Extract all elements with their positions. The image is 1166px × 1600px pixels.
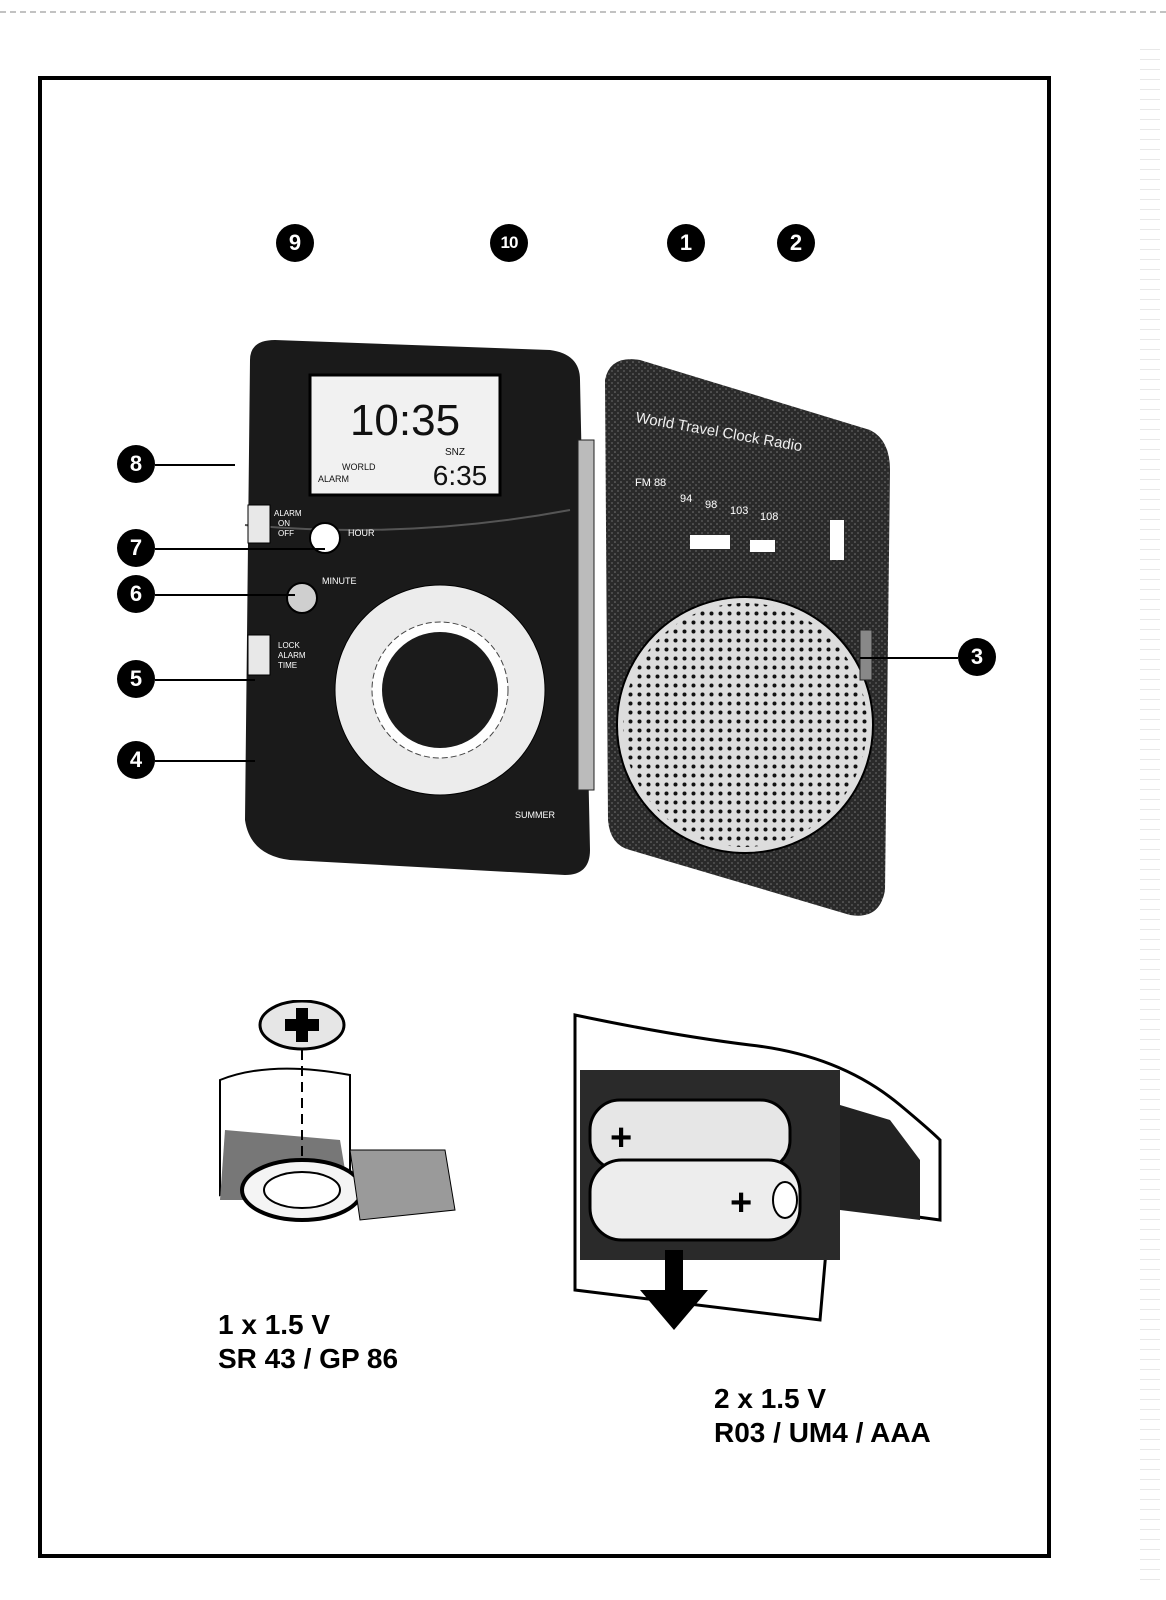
callout-3: 3 [958,638,996,676]
aaa-type: R03 / UM4 / AAA [714,1417,931,1448]
clock-half: 10:35 SNZ WORLD ALARM 6:35 ALARM ON OFF … [244,340,590,875]
callout-4: 4 [117,741,155,779]
aaa-batteries-illustration: + + [573,1013,942,1330]
button-cell-illustration [219,1000,456,1222]
leader-5 [155,679,255,681]
svg-text:+: + [610,1117,632,1159]
volume-wheel [859,629,873,681]
leader-8 [155,464,235,466]
lcd-display [308,373,502,497]
lcd-alarm-time: 6:35 [433,460,488,491]
lcd-world: WORLD [342,462,376,472]
radio-half: World Travel Clock Radio FM 88 94 98 103… [605,359,890,916]
callout-2: 2 [777,224,815,262]
minute-label: MINUTE [322,576,357,586]
minute-knob [286,582,318,614]
fm-94: 94 [680,493,692,505]
clock-radio-illustration: 10:35 SNZ WORLD ALARM 6:35 ALARM ON OFF … [244,340,890,916]
callout-8: 8 [117,445,155,483]
leader-4 [155,760,255,762]
callout-5: 5 [117,660,155,698]
scan-edge-top [0,11,1166,16]
mode-alarm-label: ALARM [278,651,306,660]
button-cell-type: SR 43 / GP 86 [218,1343,399,1374]
leader-6 [155,594,295,596]
hour-knob [309,522,341,554]
lcd-main-time: 10:35 [350,396,460,445]
alarm-on-label: ON [278,519,290,528]
fm-103: 103 [730,505,748,517]
fm-108: 108 [760,511,778,523]
leader-3 [860,657,958,659]
button-cell-qty: 1 x 1.5 V [218,1309,331,1340]
aaa-qty: 2 x 1.5 V [714,1383,827,1414]
alarm-switch-label: ALARM [274,509,302,518]
callout-1: 1 [667,224,705,262]
battery-bottom [588,1158,802,1242]
callout-6: 6 [117,575,155,613]
callout-10: 10 [490,224,528,262]
hour-label: HOUR [348,528,375,538]
svg-text:+: + [730,1182,752,1224]
callout-9: 9 [276,224,314,262]
alarm-off-label: OFF [278,529,294,538]
lcd-snz: SNZ [445,447,465,458]
fm-98: 98 [705,499,717,511]
mode-time-label: TIME [278,661,297,670]
page-frame [38,76,1051,1558]
summer-label: SUMMER [515,810,555,820]
antenna [577,439,595,791]
callout-7: 7 [117,529,155,567]
scan-edge-right [1140,40,1160,1580]
lcd-alarm-label: ALARM [318,474,349,484]
leader-7 [155,548,325,550]
fm-88: FM 88 [635,477,666,489]
mode-lock-label: LOCK [278,641,300,650]
